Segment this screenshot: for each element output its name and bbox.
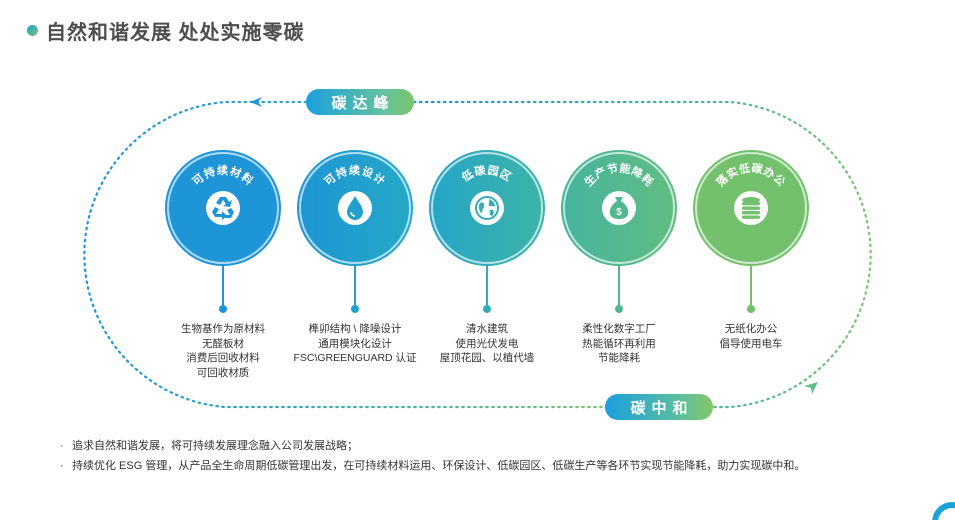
node-circle: 低碳园区 xyxy=(429,150,545,266)
connector-dot xyxy=(747,305,755,313)
coin-stack-icon xyxy=(734,191,768,225)
svg-text:$: $ xyxy=(616,207,622,218)
connector-dot xyxy=(483,305,491,313)
money-bag-icon: $ xyxy=(602,191,636,225)
connector-line xyxy=(222,265,224,309)
carbon-peak-label: 碳达峰 xyxy=(306,89,414,115)
title-accent-dot xyxy=(27,25,38,36)
corner-decoration xyxy=(932,502,955,520)
loop-left-path xyxy=(83,100,607,409)
svg-text:可持续设计: 可持续设计 xyxy=(322,163,389,188)
node-description: 清水建筑 使用光伏发电 屋顶花园、以植代墙 xyxy=(439,323,535,364)
node-circle: 生产节能降耗 $ xyxy=(561,150,677,266)
node-description: 柔性化数字工厂 热能循环再利用 节能降耗 xyxy=(582,323,656,364)
page-title: 自然和谐发展 处处实施零碳 xyxy=(46,22,305,44)
svg-text:落实低碳办公: 落实低碳办公 xyxy=(713,161,788,189)
connector-dot xyxy=(615,305,623,313)
bullet-item: · 追求自然和谐发展，将可持续发展理念融入公司发展战略； xyxy=(60,440,358,452)
svg-text:可持续材料: 可持续材料 xyxy=(190,163,257,188)
connector-line xyxy=(486,265,488,309)
node-description: 生物基作为原材料 无醛板材 消费后回收材料 可回收材质 xyxy=(181,323,265,379)
node-title-arc: 可持续设计 xyxy=(322,163,389,188)
svg-text:生产节能降耗: 生产节能降耗 xyxy=(581,161,656,189)
connector-dot xyxy=(351,305,359,313)
water-drop-icon xyxy=(338,191,372,225)
connector-dot xyxy=(219,305,227,313)
node-title-arc: 低碳园区 xyxy=(458,163,514,185)
carbon-neutral-label: 碳中和 xyxy=(605,394,713,420)
connector-line xyxy=(618,265,620,309)
node-title-arc: 落实低碳办公 xyxy=(713,161,788,189)
node-description: 无纸化办公 倡导使用电车 xyxy=(719,323,783,350)
loop-right-path xyxy=(412,100,872,409)
bullet-item: · 持续优化 ESG 管理，从产品全生命周期低碳管理出发，在可持续材料运用、环保… xyxy=(60,460,806,472)
recycle-icon xyxy=(206,191,240,225)
node-title-arc: 生产节能降耗 xyxy=(581,161,656,189)
connector-line xyxy=(354,265,356,309)
svg-text:低碳园区: 低碳园区 xyxy=(458,163,514,185)
node-circle: 落实低碳办公 xyxy=(693,150,809,266)
arrow-right-icon xyxy=(804,382,818,394)
arrow-left-icon xyxy=(250,97,262,107)
summary-bullets: · 追求自然和谐发展，将可持续发展理念融入公司发展战略； · 持续优化 ESG … xyxy=(60,436,805,476)
node-title-arc: 可持续材料 xyxy=(190,163,257,188)
globe-icon xyxy=(470,191,504,225)
connector-line xyxy=(750,265,752,309)
node-description: 榫卯结构 \ 降噪设计 通用模块化设计 FSC\GREENGUARD 认证 xyxy=(293,323,417,364)
node-circle: 可持续设计 xyxy=(297,150,413,266)
node-circle: 可持续材料 xyxy=(165,150,281,266)
